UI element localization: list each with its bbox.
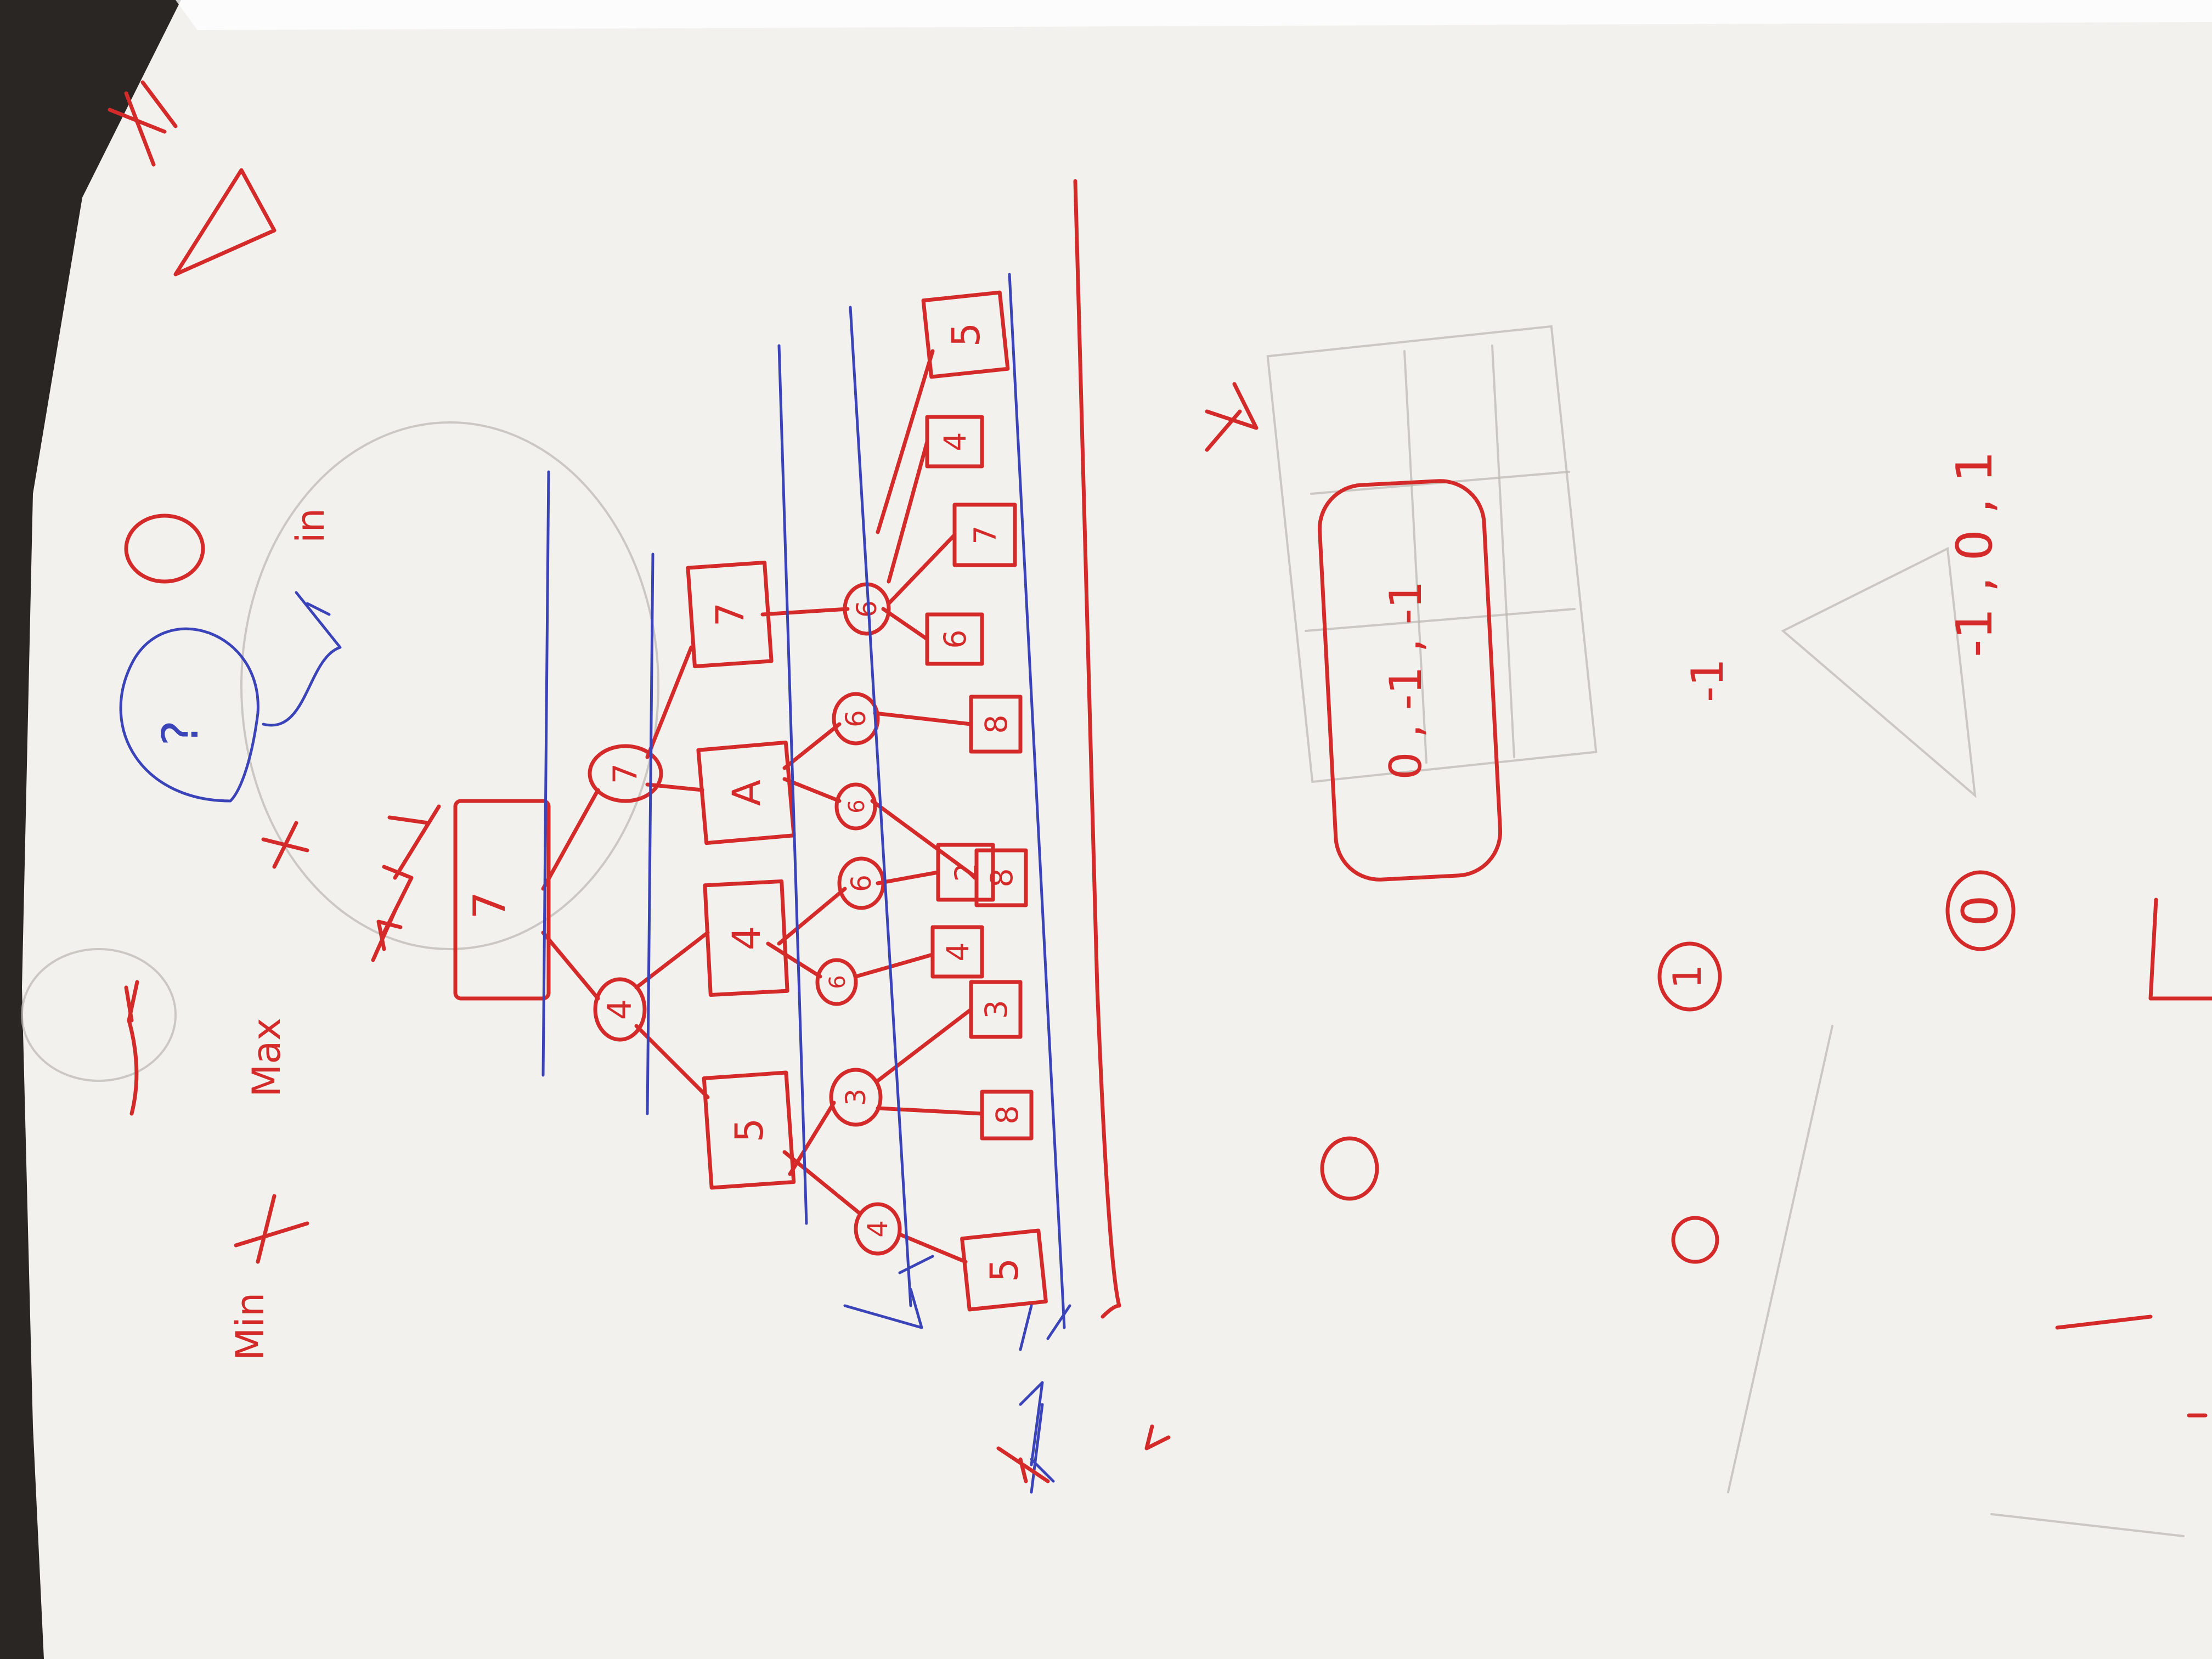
game-tree: 7 4 7 5 4 A 7 4 3 6 6 6 6 — [376, 290, 1048, 1312]
svg-text:6: 6 — [845, 874, 877, 892]
side-row: -1 , 0 , 1 — [1946, 451, 2004, 657]
tree-leaf — [930, 925, 984, 979]
paper-sheet — [22, 0, 2212, 1659]
tree-l2-node — [702, 1070, 796, 1190]
tree-root — [453, 799, 551, 1001]
min-max-arrow — [234, 1194, 309, 1264]
bottom-row-2: -1 — [1682, 658, 1733, 702]
tree-leaf — [921, 290, 1010, 379]
boxed-result-text: 0 , -1 , -1 — [1380, 580, 1431, 780]
paper-top-edge — [176, 0, 2212, 30]
svg-text:8: 8 — [979, 715, 1014, 734]
circled-result: 1 — [1665, 964, 1710, 989]
tree-leaf — [960, 1228, 1048, 1312]
svg-text:4: 4 — [938, 432, 973, 452]
tree-l3-node — [854, 1202, 902, 1256]
svg-text:8: 8 — [984, 868, 1019, 888]
svg-text:5: 5 — [727, 1118, 772, 1143]
svg-text:3: 3 — [979, 1000, 1014, 1019]
tree-l3-node — [832, 692, 880, 746]
svg-text:5: 5 — [944, 323, 989, 347]
max-label: Max — [244, 1018, 289, 1097]
tree-l2-node — [686, 560, 774, 669]
boxed-result — [1317, 479, 1503, 882]
svg-text:A: A — [724, 780, 769, 806]
tree-l2-node — [703, 879, 789, 997]
svg-text:6: 6 — [851, 600, 883, 618]
svg-text:7: 7 — [464, 891, 515, 919]
min-label: Min — [228, 1293, 273, 1361]
svg-text:4: 4 — [601, 999, 639, 1020]
bottom-row-1: 0 — [1951, 895, 2009, 926]
svg-text:6: 6 — [825, 975, 850, 989]
red-doodles-top — [108, 80, 414, 1023]
tree-l1-node — [588, 744, 663, 803]
svg-text:5: 5 — [982, 1258, 1027, 1283]
svg-text:7: 7 — [606, 763, 645, 784]
blue-level-lines — [541, 273, 1071, 1494]
svg-text:8: 8 — [990, 1105, 1025, 1125]
margin-labels: Min Max in — [127, 508, 333, 1361]
svg-text:7: 7 — [968, 526, 1003, 545]
svg-text:3: 3 — [840, 1088, 872, 1106]
blue-question-loop: ? — [119, 591, 342, 869]
svg-text:7: 7 — [708, 602, 753, 627]
svg-text:4: 4 — [940, 943, 975, 962]
red-mark-bottom — [1144, 1424, 1171, 1451]
svg-text:4: 4 — [862, 1220, 894, 1238]
svg-text:6: 6 — [938, 630, 973, 649]
red-bracket — [1073, 179, 1121, 1319]
tree-l1-node — [593, 977, 647, 1042]
red-arrow-left — [996, 1446, 1050, 1483]
tree-l3-node — [834, 782, 877, 831]
tree-l2-node — [696, 740, 796, 845]
svg-text:4: 4 — [724, 926, 769, 951]
in-label: in — [288, 508, 333, 543]
svg-text:6: 6 — [840, 710, 872, 727]
tree-l3-node — [829, 1068, 883, 1127]
tree-l3-node — [815, 958, 858, 1006]
svg-text:6: 6 — [844, 799, 870, 813]
results-area: 0 , -1 , -1 1 0 -1 -1 , 0 , 1 — [1205, 382, 2212, 1418]
ghost-pencil-marks — [21, 325, 2185, 1537]
question-mark: ? — [152, 720, 210, 746]
